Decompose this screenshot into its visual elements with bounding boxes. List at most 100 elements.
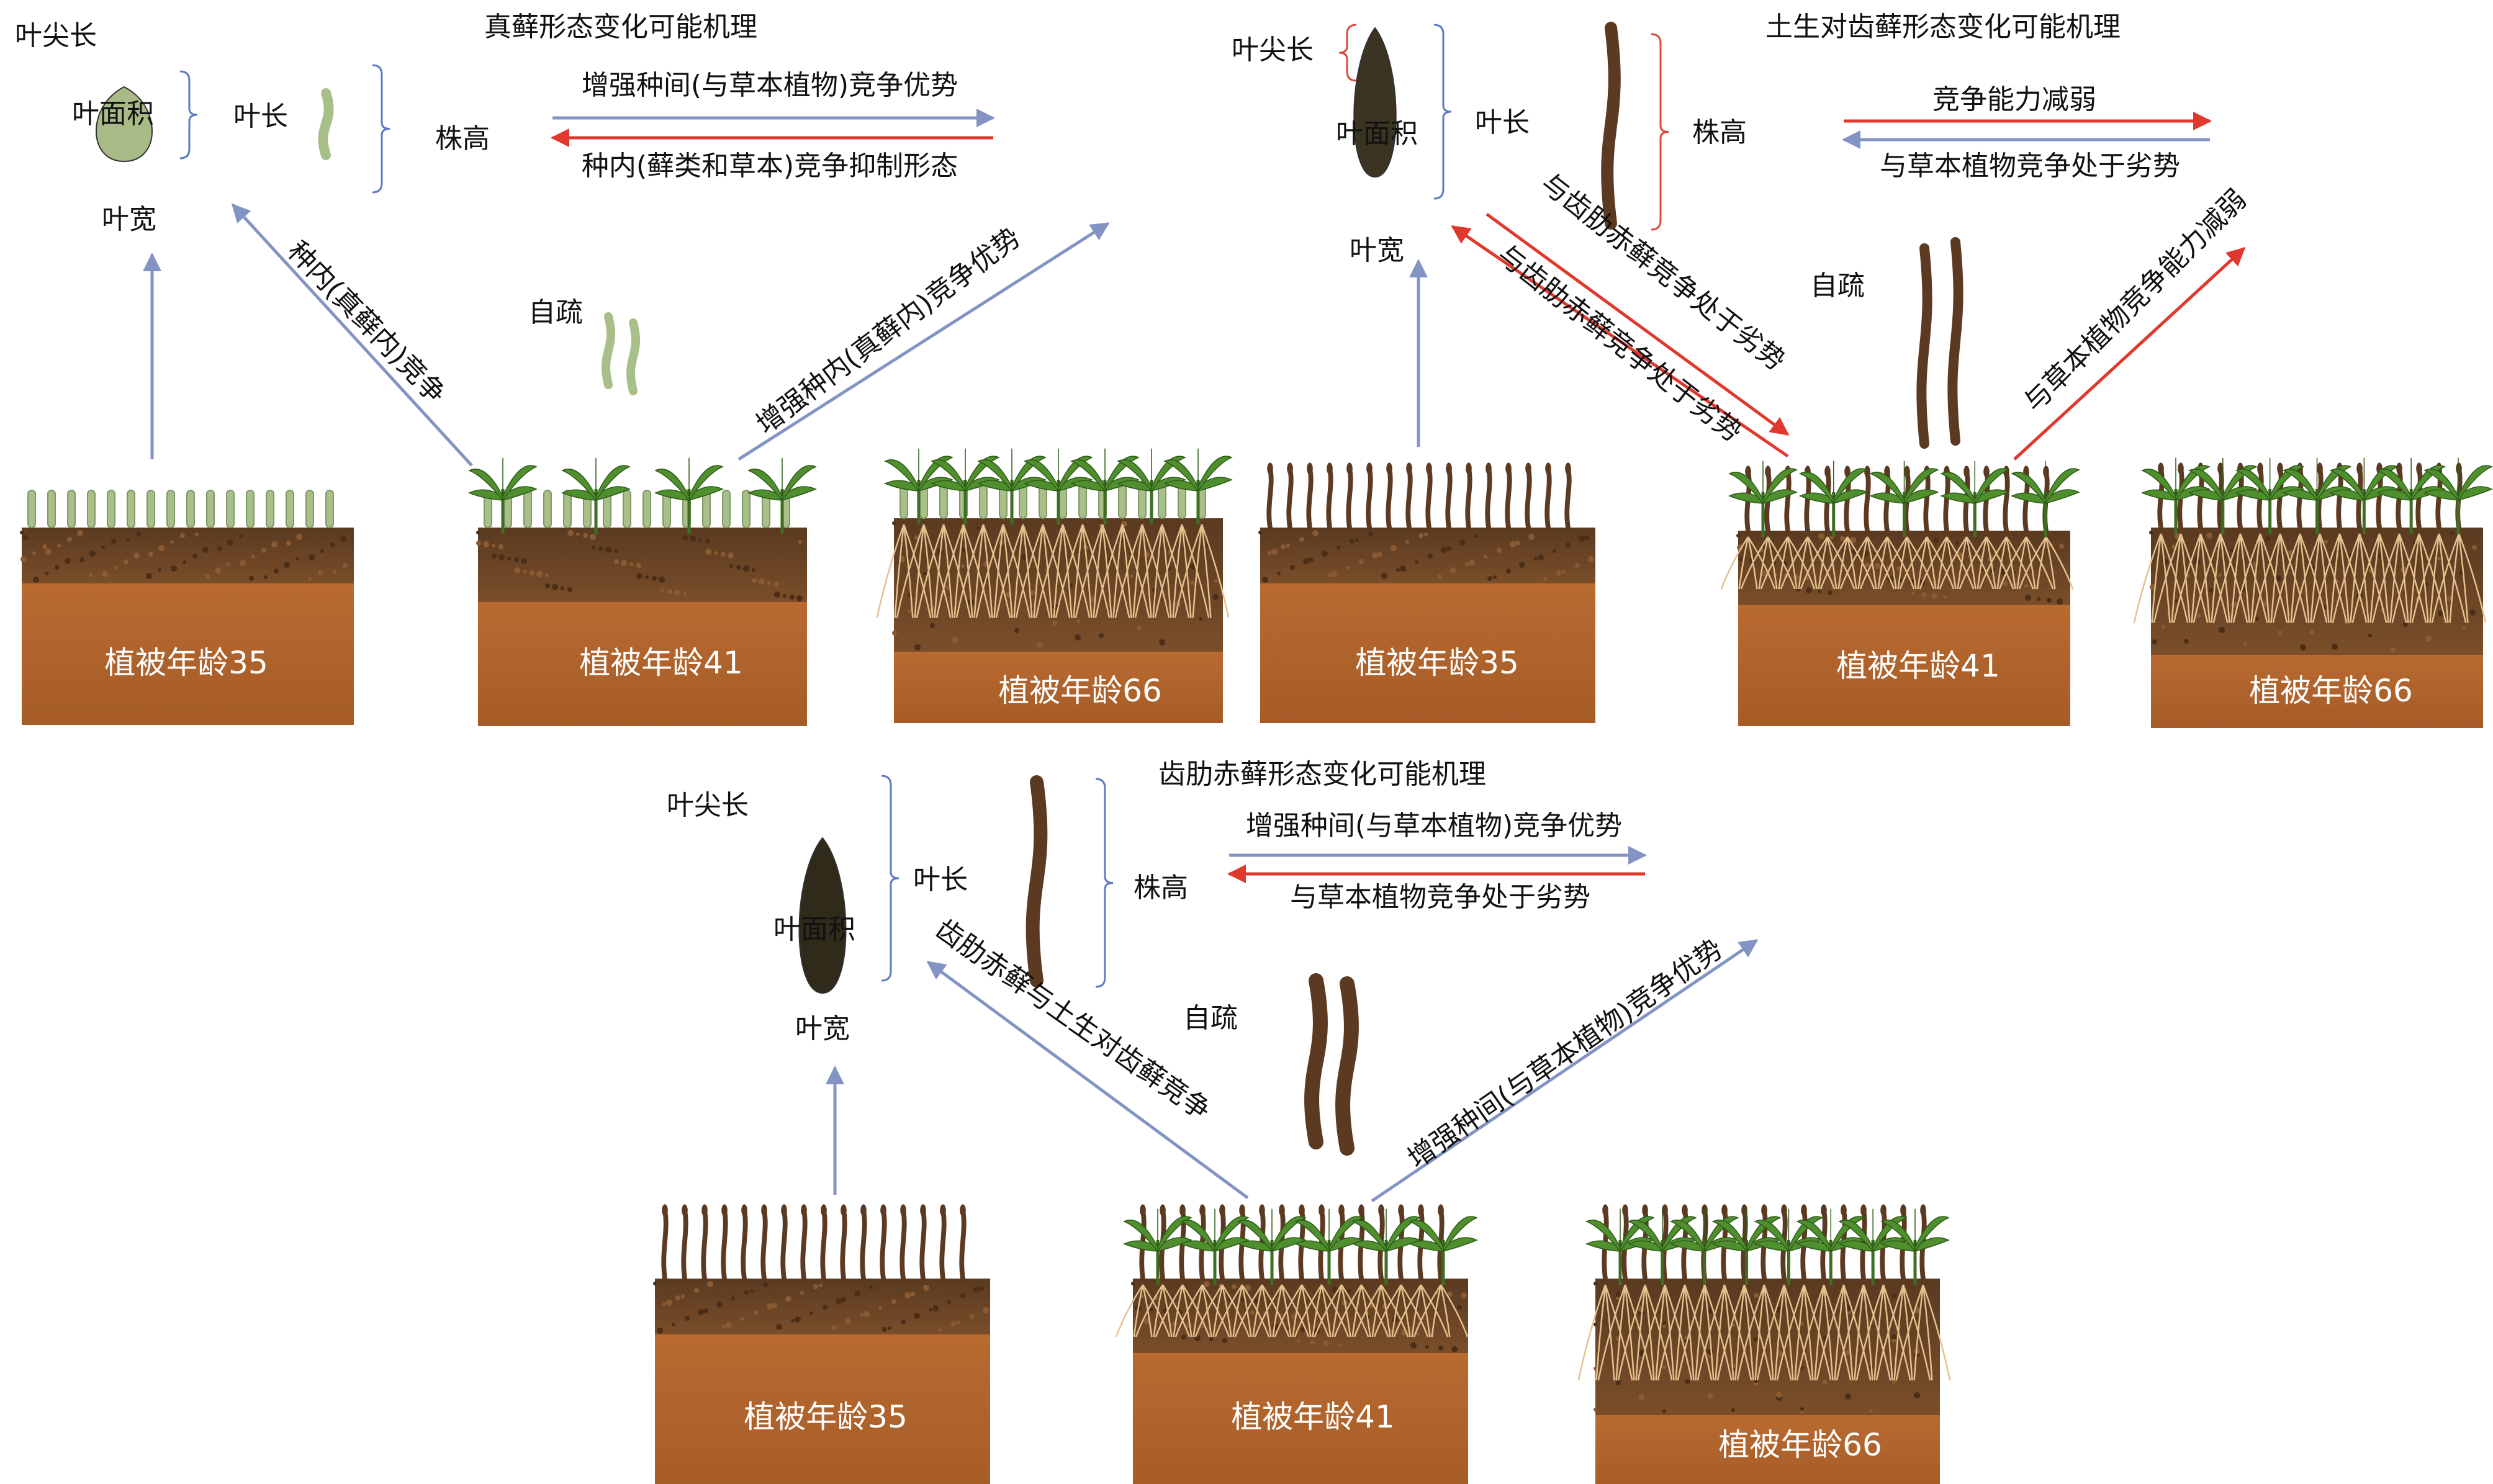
soil-grain xyxy=(800,1291,804,1295)
soil-grain xyxy=(1662,1324,1666,1328)
moss-shoot xyxy=(127,490,135,528)
root xyxy=(975,524,1004,618)
moss-tip xyxy=(1602,1204,1608,1216)
soil-grain xyxy=(1528,534,1535,540)
soil-grain xyxy=(1588,556,1594,562)
root xyxy=(2270,533,2281,623)
root xyxy=(1697,1284,1726,1381)
root xyxy=(1431,1284,1442,1338)
moss-tip xyxy=(1781,1204,1787,1216)
soil-grain xyxy=(498,554,505,560)
moss-shoot xyxy=(226,490,235,528)
root xyxy=(2429,533,2440,623)
soil-grain xyxy=(961,564,965,568)
soil-grain xyxy=(2206,533,2212,539)
root xyxy=(1073,524,1084,618)
soil-grain xyxy=(869,1285,873,1289)
soil-grain xyxy=(1372,552,1378,559)
soil-grain xyxy=(605,547,611,553)
root xyxy=(1035,524,1064,618)
moss-stem xyxy=(1465,466,1472,530)
moss-stem xyxy=(820,1208,827,1281)
moss-stem xyxy=(661,1208,669,1281)
herb-leaf xyxy=(1271,1237,1307,1252)
root xyxy=(1332,1284,1343,1338)
moss-tip xyxy=(1466,462,1472,475)
soil-grain xyxy=(114,566,117,570)
herb-leaf xyxy=(2423,469,2459,501)
moss-tip xyxy=(2317,462,2323,475)
moss-tip xyxy=(1904,465,1910,478)
root xyxy=(1440,1284,1469,1338)
root xyxy=(2193,533,2222,623)
soil-grain xyxy=(1828,590,1833,595)
soil-grain xyxy=(947,1300,951,1304)
soil-grain xyxy=(736,565,741,570)
soil-grain xyxy=(854,1290,860,1297)
moss-stem xyxy=(1741,1208,1748,1281)
soil-grain xyxy=(1448,1292,1453,1297)
herb-leaf xyxy=(1869,492,1905,504)
soil-grain xyxy=(1543,577,1547,581)
moss-tip xyxy=(1386,462,1392,475)
soil-grain xyxy=(666,1300,672,1306)
soil-grain xyxy=(2462,626,2466,629)
soil-grain xyxy=(1840,536,1845,541)
moss-tip xyxy=(2217,462,2224,475)
moss-stem xyxy=(1923,469,1931,533)
soil-grain xyxy=(743,565,749,572)
root xyxy=(1854,1284,1865,1381)
soil-grain xyxy=(286,541,291,546)
moss-tip xyxy=(860,1204,867,1216)
root xyxy=(1859,536,1888,590)
herb-leaf xyxy=(1117,459,1152,492)
soil-grain xyxy=(1150,1308,1153,1311)
moss-shoot xyxy=(206,490,215,528)
soil-grain xyxy=(1845,1393,1851,1400)
root xyxy=(916,524,945,618)
soil-grain xyxy=(2437,557,2441,560)
soil-grain xyxy=(146,573,152,579)
vegetation-plot xyxy=(653,1204,990,1484)
root xyxy=(1597,1284,1626,1381)
soil-grain xyxy=(1416,1332,1420,1336)
soil-grain xyxy=(614,549,618,553)
soil-grain xyxy=(1737,544,1743,551)
root xyxy=(1816,1284,1845,1381)
soil-grain xyxy=(1459,539,1466,546)
soil-grain xyxy=(790,595,795,600)
label-leaf-length: 叶长 xyxy=(1475,107,1530,138)
soil-grain xyxy=(754,1310,759,1315)
soil-grain xyxy=(284,562,290,568)
shoot-specimen xyxy=(626,318,640,395)
moss-tip xyxy=(1841,1204,1847,1216)
herb-leaf xyxy=(1070,459,1106,492)
soil-grain xyxy=(1818,533,1824,539)
moss-tip xyxy=(1622,1204,1628,1216)
moss-tip xyxy=(1485,462,1492,475)
herb-leaf xyxy=(1163,459,1199,492)
soil-grain xyxy=(1303,558,1309,564)
soil-grain xyxy=(1914,1392,1920,1398)
soil-grain xyxy=(136,531,141,536)
herb-leaf xyxy=(1940,472,1975,504)
soil-grain xyxy=(2469,609,2476,616)
moss-tip xyxy=(1525,462,1531,475)
brace xyxy=(881,775,899,982)
moss-shoot xyxy=(563,490,572,528)
moss-tip xyxy=(1545,462,1551,475)
moss-tip xyxy=(821,1204,827,1216)
moss-tip xyxy=(1900,1204,1906,1216)
arrow-intraspecific xyxy=(231,203,473,467)
soil-grain xyxy=(823,1305,827,1310)
root xyxy=(1617,1284,1646,1381)
root xyxy=(1252,1284,1263,1338)
brace-path xyxy=(1095,778,1114,988)
root xyxy=(1440,1284,1451,1338)
herb-leaf xyxy=(1974,468,2010,504)
herb-leaf xyxy=(468,489,503,501)
brace xyxy=(1433,24,1452,200)
soil-grain xyxy=(763,1282,768,1287)
soil-grain xyxy=(1204,1281,1210,1287)
